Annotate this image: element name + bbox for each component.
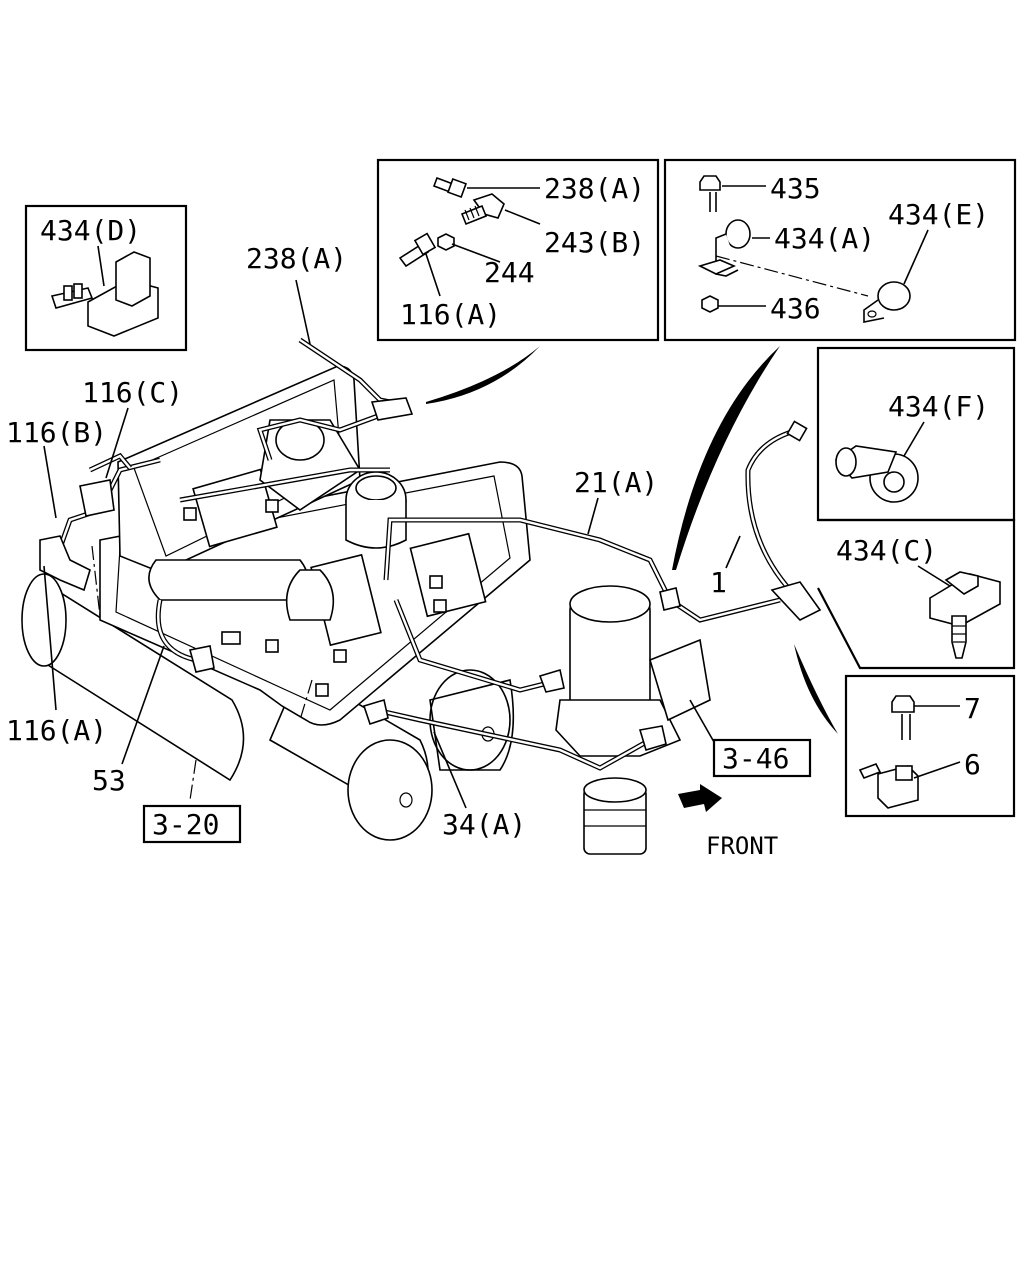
leader-116A-main	[43, 565, 57, 711]
callout-swoosh-right	[672, 346, 780, 570]
label-434D: 434(D)	[40, 214, 141, 247]
leader-3-46	[689, 699, 715, 743]
label-435: 435	[770, 172, 821, 205]
callout-swoosh-bottom	[794, 644, 838, 734]
leader-1	[725, 535, 741, 569]
front-arrow-icon	[678, 784, 722, 812]
label-116C: 116(C)	[82, 376, 183, 409]
main-assembly	[21, 337, 822, 855]
label-53: 53	[92, 764, 126, 797]
leader-116C	[105, 407, 129, 479]
label-434F: 434(F)	[888, 390, 989, 423]
ref-box-3-46[interactable]: 3-46	[712, 738, 812, 778]
detail-box-bolt-bracket: 7 6	[844, 674, 1016, 818]
detail-box-clip-C: 434(C)	[836, 534, 1001, 659]
leader-34A	[433, 731, 467, 809]
label-243B: 243(B)	[544, 226, 645, 259]
leader-53	[121, 645, 165, 765]
leader-21A	[587, 497, 599, 535]
label-434E: 434(E)	[888, 198, 989, 231]
callout-swoosh-top	[426, 346, 540, 404]
label-6: 6	[964, 748, 981, 781]
label-116A-main: 116(A)	[6, 714, 107, 747]
label-7: 7	[964, 692, 981, 725]
label-3-20: 3-20	[152, 808, 219, 841]
label-116B: 116(B)	[6, 416, 107, 449]
label-front: FRONT	[706, 832, 778, 860]
label-1: 1	[710, 566, 727, 599]
label-238A-detail: 238(A)	[544, 172, 645, 205]
detail-box-clip-D: 434(D)	[24, 204, 188, 352]
detail-box-clamps: 435 434(A) 434(E) 436	[663, 158, 1017, 342]
label-3-46: 3-46	[722, 742, 789, 775]
label-434A: 434(A)	[774, 222, 875, 255]
detail-box-clip-F: 434(F)	[816, 346, 1016, 522]
label-116A-detail: 116(A)	[400, 298, 501, 331]
ref-box-3-20[interactable]: 3-20	[142, 804, 242, 844]
label-244: 244	[484, 256, 535, 289]
label-21A: 21(A)	[574, 466, 658, 499]
label-434C: 434(C)	[836, 534, 937, 567]
leader-116B	[43, 445, 57, 519]
label-238A-main: 238(A)	[246, 242, 347, 275]
detail-box-fittings: 238(A) 243(B) 244 116(A)	[376, 158, 660, 342]
detail-box-clip-C-frame	[817, 518, 1016, 670]
leader-238A-main	[295, 279, 311, 345]
label-34A: 34(A)	[442, 808, 526, 841]
label-436: 436	[770, 292, 821, 325]
